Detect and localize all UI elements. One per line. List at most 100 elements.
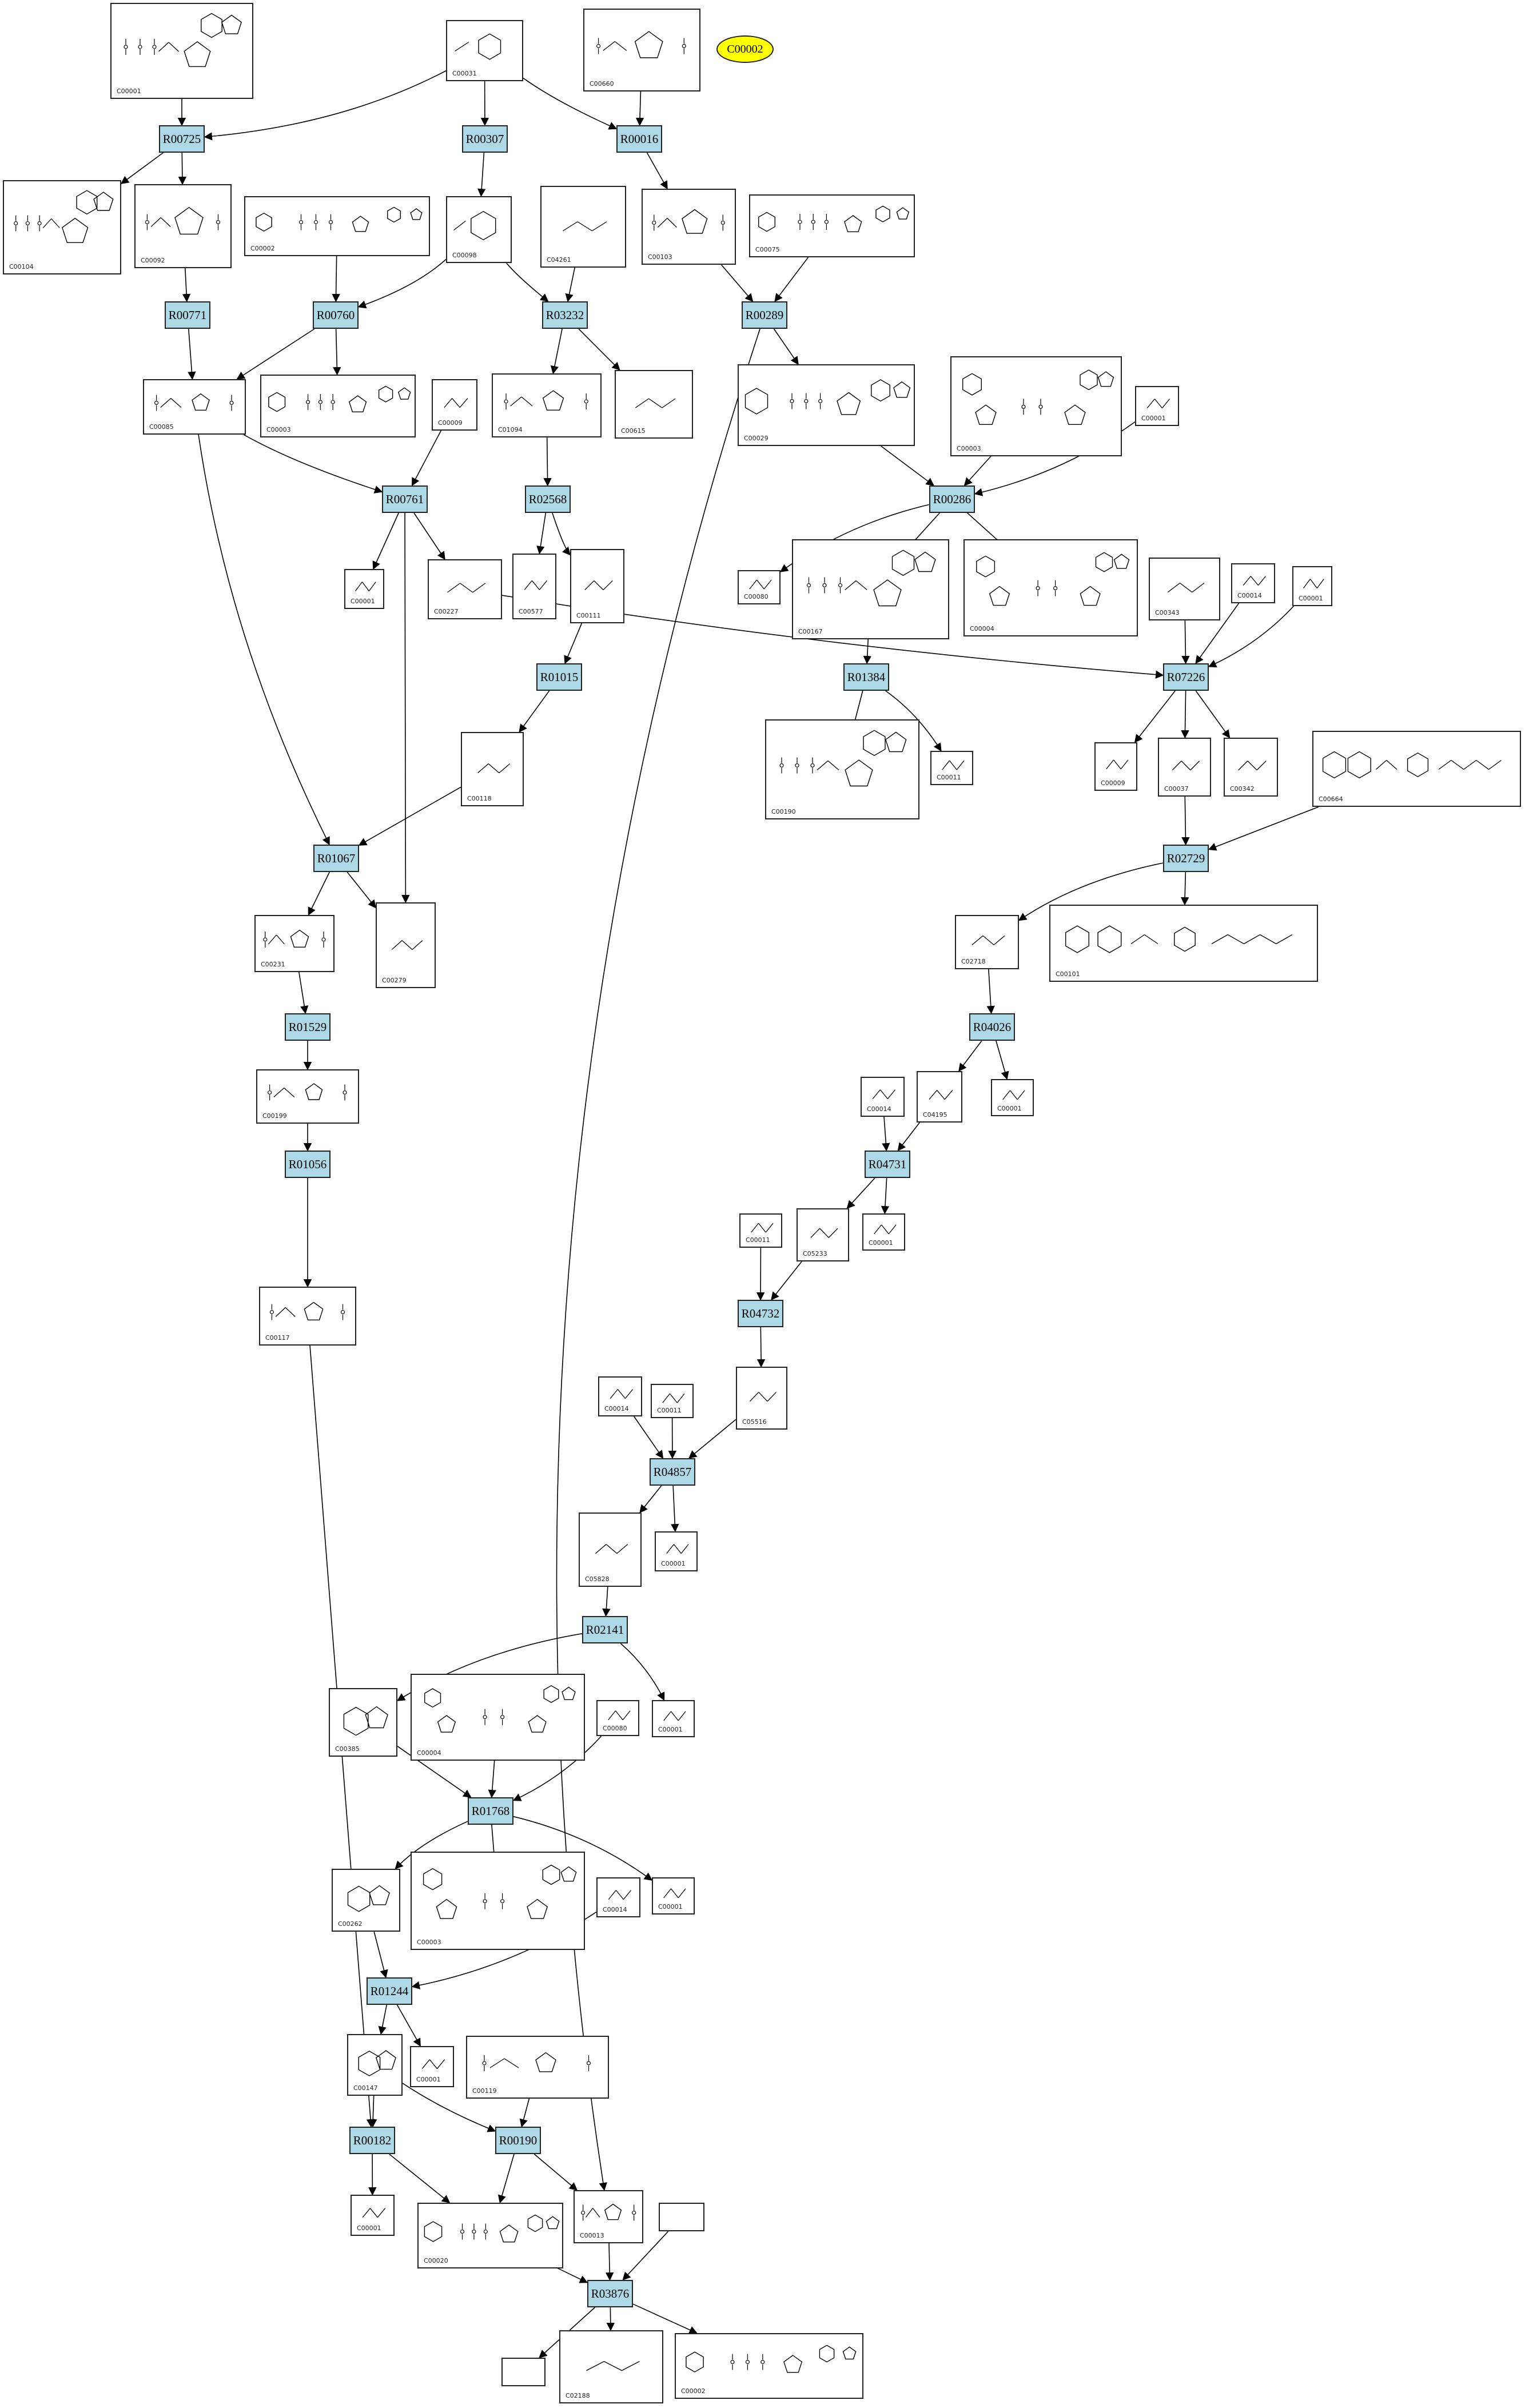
compound-node[interactable]: C00001 [655, 1531, 698, 1571]
compound-node[interactable]: C00031 [446, 20, 523, 81]
reaction-node[interactable]: R00182 [349, 2127, 395, 2154]
compound-node[interactable]: C00011 [651, 1384, 694, 1418]
compound-node[interactable]: C00013 [574, 2190, 643, 2243]
reaction-node[interactable]: R00307 [462, 125, 508, 153]
compound-node[interactable]: C00262 [332, 1869, 400, 1932]
compound-node[interactable]: C00014 [861, 1077, 905, 1117]
compound-node[interactable]: C05233 [797, 1208, 849, 1261]
reaction-node[interactable]: R03232 [542, 301, 588, 329]
compound-node[interactable]: C05516 [736, 1367, 787, 1430]
reaction-node[interactable]: R00725 [159, 125, 205, 153]
reaction-node[interactable]: R00016 [616, 125, 662, 153]
reaction-node[interactable]: R07226 [1163, 663, 1209, 691]
compound-node[interactable]: C02188 [559, 2330, 663, 2403]
reaction-node[interactable]: R04857 [650, 1458, 695, 1486]
compound-node[interactable]: C00014 [596, 1877, 640, 1917]
reaction-node[interactable]: R00289 [742, 301, 787, 329]
compound-node[interactable]: C00119 [466, 2036, 609, 2099]
compound-node[interactable]: C00029 [738, 364, 915, 446]
reaction-node[interactable]: R02729 [1163, 845, 1209, 872]
compound-node[interactable]: C00075 [749, 194, 915, 257]
compound-node[interactable]: C00037 [1158, 738, 1211, 797]
compound-node[interactable]: C00001 [110, 3, 253, 99]
compound-node[interactable] [501, 2358, 546, 2386]
compound-node[interactable]: C00014 [598, 1376, 642, 1416]
reaction-node[interactable]: R00286 [929, 485, 975, 513]
compound-node[interactable]: C00098 [446, 196, 512, 263]
reaction-node[interactable]: R00771 [165, 301, 210, 329]
compound-node[interactable]: C00231 [254, 915, 335, 972]
reaction-node[interactable]: R04026 [969, 1013, 1015, 1041]
compound-node[interactable]: C00111 [570, 549, 624, 623]
reaction-node[interactable]: R04732 [738, 1300, 783, 1327]
compound-node[interactable]: C00118 [461, 732, 524, 806]
compound-node[interactable]: C00167 [792, 539, 949, 639]
compound-node[interactable]: C00342 [1224, 738, 1278, 797]
reaction-node[interactable]: R01384 [843, 663, 889, 691]
reaction-node[interactable]: R04731 [865, 1151, 910, 1178]
compound-node[interactable]: C00001 [410, 2046, 454, 2087]
compound-node[interactable]: C00001 [1135, 386, 1179, 426]
reaction-node[interactable]: R01244 [367, 1977, 412, 2005]
compound-node[interactable] [659, 2203, 704, 2231]
compound-node[interactable]: C05828 [579, 1513, 642, 1587]
compound-node[interactable]: C00117 [259, 1287, 356, 1346]
compound-node[interactable]: C00080 [596, 1700, 639, 1736]
compound-node[interactable]: C00199 [256, 1069, 359, 1124]
compound-node[interactable]: C00001 [652, 1877, 695, 1915]
reaction-node[interactable]: R01056 [285, 1151, 331, 1178]
reaction-node[interactable]: R00760 [313, 301, 359, 329]
compound-node[interactable]: C00002 [675, 2333, 863, 2399]
compound-node[interactable]: C00577 [512, 554, 556, 619]
compound-node[interactable]: C00147 [347, 2034, 403, 2096]
reaction-node[interactable]: R01768 [468, 1797, 513, 1825]
compound-node[interactable]: C00009 [1094, 742, 1137, 791]
compound-node[interactable]: C00002 [244, 196, 430, 256]
reaction-node[interactable]: R01529 [285, 1013, 331, 1041]
compound-node[interactable]: C00009 [432, 379, 477, 431]
compound-node[interactable]: C00003 [411, 1852, 585, 1950]
compound-node[interactable]: C00660 [583, 9, 700, 91]
compound-node[interactable]: C01094 [492, 373, 602, 437]
compound-node[interactable]: C00001 [1292, 566, 1332, 606]
highlight-compound-node[interactable]: C00002 [716, 35, 774, 63]
reaction-node[interactable]: R00190 [495, 2127, 541, 2154]
compound-node[interactable]: C00001 [351, 2195, 395, 2236]
compound-node[interactable]: C00279 [376, 902, 436, 988]
reaction-node[interactable]: R00761 [382, 485, 428, 513]
compound-node[interactable]: C00664 [1312, 731, 1521, 807]
compound-node[interactable]: C00227 [428, 559, 502, 619]
compound-node[interactable]: C02718 [955, 915, 1019, 969]
compound-node[interactable]: C00190 [765, 719, 919, 819]
compound-node[interactable]: C00011 [739, 1213, 782, 1248]
compound-node[interactable]: C00001 [862, 1213, 905, 1251]
compound-node[interactable]: C00001 [344, 569, 384, 609]
compound-node[interactable]: C00003 [950, 356, 1122, 456]
reaction-node[interactable]: R02141 [582, 1616, 628, 1643]
compound-node[interactable]: C00615 [615, 370, 693, 439]
reaction-node[interactable]: R03876 [587, 2280, 633, 2307]
compound-node[interactable]: C00011 [930, 751, 973, 785]
compound-node[interactable]: C00080 [738, 570, 781, 604]
compound-node[interactable]: C00014 [1231, 563, 1275, 603]
compound-node[interactable]: C00004 [963, 539, 1138, 636]
structure-drawing [586, 2361, 640, 2371]
compound-node[interactable]: C00001 [991, 1079, 1034, 1116]
compound-node[interactable]: C00103 [642, 189, 736, 265]
compound-node[interactable]: C00385 [329, 1688, 397, 1757]
reaction-node[interactable]: R01015 [536, 663, 582, 691]
compound-node[interactable]: C00092 [134, 184, 232, 268]
compound-node[interactable]: C04261 [540, 186, 626, 268]
compound-node[interactable]: C04195 [917, 1071, 962, 1123]
compound-node[interactable]: C00001 [652, 1700, 695, 1737]
compound-node[interactable]: C00003 [260, 375, 416, 437]
structure-drawing [124, 13, 242, 67]
reaction-node[interactable]: R01067 [313, 845, 359, 872]
compound-node[interactable]: C00101 [1049, 905, 1318, 982]
compound-node[interactable]: C00004 [411, 1674, 585, 1761]
compound-node[interactable]: C00085 [143, 379, 246, 435]
compound-node[interactable]: C00104 [3, 180, 121, 274]
compound-node[interactable]: C00020 [417, 2203, 563, 2268]
compound-node[interactable]: C00343 [1149, 558, 1220, 620]
reaction-node[interactable]: R02568 [525, 485, 571, 513]
